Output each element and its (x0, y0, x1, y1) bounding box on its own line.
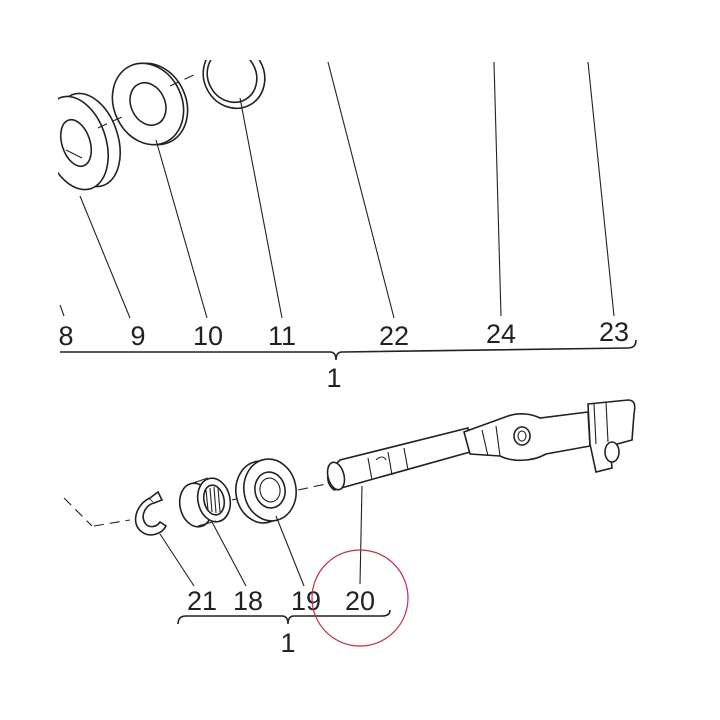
upper-assembly-bracket (60, 339, 637, 361)
part-20-lever-shaft (326, 399, 636, 491)
label-24: 24 (486, 319, 516, 349)
label-21: 21 (187, 586, 217, 616)
part-9-thick-ring (0, 60, 121, 320)
part-11-thin-ring (150, 0, 310, 110)
label-9: 9 (130, 321, 145, 351)
part-18-needle-bearing (178, 477, 234, 528)
label-18: 18 (233, 586, 263, 616)
label-22: 22 (379, 321, 409, 351)
lower-assembly-bracket (177, 609, 391, 625)
part-10-washer (111, 62, 189, 146)
label-19: 19 (291, 586, 321, 616)
upper-leader-lines (59, 61, 615, 319)
label-20: 20 (345, 586, 375, 616)
label-23: 23 (599, 317, 629, 347)
part-21-circlip (134, 490, 168, 536)
lower-leader-lines (159, 485, 363, 587)
part-19-seal-ring (235, 458, 297, 524)
label-8: 8 (58, 321, 73, 351)
label-10: 10 (193, 321, 223, 351)
lower-assembly-label-1: 1 (280, 628, 295, 658)
upper-assembly-label-1: 1 (326, 363, 341, 393)
lower-axis-dashed-line (63, 483, 327, 527)
highlight-circle (311, 549, 409, 647)
upper-axis-dashed-line (97, 73, 197, 129)
label-11: 11 (268, 321, 296, 351)
